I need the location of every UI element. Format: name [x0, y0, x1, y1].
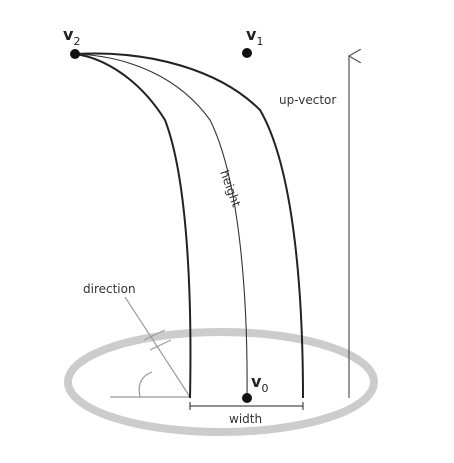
- point-v0-label: v0: [251, 372, 268, 395]
- direction-label: direction: [83, 282, 136, 296]
- direction-angle-arc: [138, 371, 153, 398]
- direction-vector-line: [124, 296, 191, 398]
- direction-angle-tick: [143, 329, 172, 351]
- ground-ring: [64, 328, 378, 436]
- point-v0-marker: [242, 393, 252, 403]
- blade-right-edge: [74, 52, 304, 399]
- point-v2-marker: [70, 49, 80, 59]
- point-v1-marker: [242, 48, 252, 58]
- up-vector-label: up-vector: [279, 93, 336, 107]
- blade-left-edge: [74, 53, 192, 399]
- point-v2-label: v2: [63, 25, 80, 48]
- height-label: height: [217, 168, 243, 209]
- point-v1-label: v1: [246, 25, 263, 48]
- width-label: width: [229, 412, 262, 426]
- blade-center-spine: [74, 53, 248, 399]
